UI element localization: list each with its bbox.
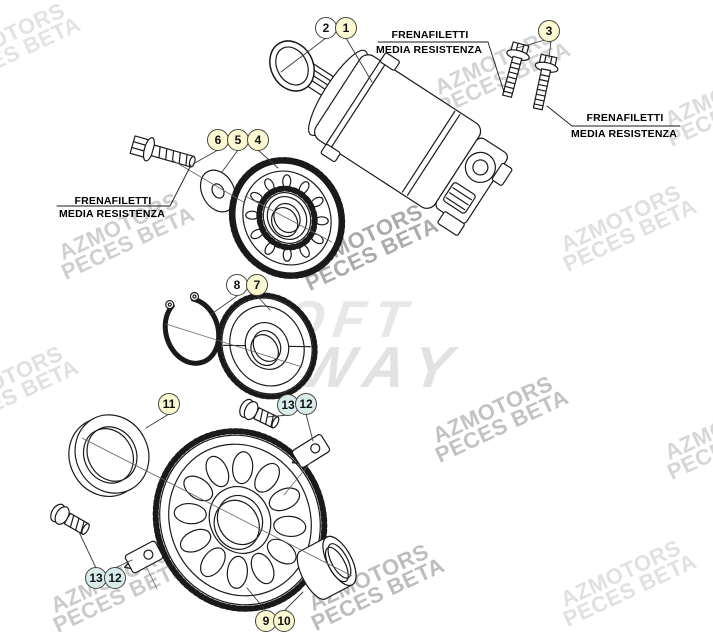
callout-5[interactable]: 5 xyxy=(227,129,249,151)
callout-12-upper[interactable]: 12 xyxy=(295,393,317,415)
spacer-ring xyxy=(68,414,150,498)
output-gear xyxy=(152,428,328,612)
socket-bolt-a xyxy=(239,398,280,429)
callout-12-lower[interactable]: 12 xyxy=(104,567,126,589)
callout-7[interactable]: 7 xyxy=(246,274,268,296)
flange-bolt-a xyxy=(502,41,530,98)
o-ring xyxy=(269,40,315,92)
threadlock-label-left-line2: MEDIA RESISTENZA xyxy=(58,208,166,220)
flange-bolt-b xyxy=(532,53,559,111)
washer xyxy=(199,169,237,213)
callout-11[interactable]: 11 xyxy=(158,393,180,415)
stopper-plate-b xyxy=(123,540,164,574)
callout-13-upper[interactable]: 13 xyxy=(277,394,299,416)
callout-1[interactable]: 1 xyxy=(335,17,357,39)
threadlock-label-top-line2: MEDIA RESISTENZA xyxy=(375,44,483,56)
bearing xyxy=(296,535,357,600)
socket-bolt-b xyxy=(50,503,90,535)
callout-2[interactable]: 2 xyxy=(315,17,337,39)
callout-3[interactable]: 3 xyxy=(538,20,560,42)
circlip xyxy=(162,291,222,366)
leader-lines xyxy=(56,37,681,612)
callout-8[interactable]: 8 xyxy=(226,274,248,296)
callout-4[interactable]: 4 xyxy=(247,129,269,151)
stopper-plate-a xyxy=(291,434,331,468)
axis-lines xyxy=(81,159,353,590)
clutch-bolt xyxy=(129,135,196,168)
threadlock-label-right-line2: MEDIA RESISTENZA xyxy=(570,128,678,140)
threadlock-label-top-line1: FRENAFILETTI xyxy=(391,29,469,41)
idler-gear xyxy=(216,292,318,400)
threadlock-label-right-line1: FRENAFILETTI xyxy=(586,112,664,124)
callout-10[interactable]: 10 xyxy=(273,610,295,632)
starter-motor xyxy=(282,49,513,236)
callout-6[interactable]: 6 xyxy=(207,129,229,151)
threadlock-label-left-line1: FRENAFILETTI xyxy=(74,195,152,207)
